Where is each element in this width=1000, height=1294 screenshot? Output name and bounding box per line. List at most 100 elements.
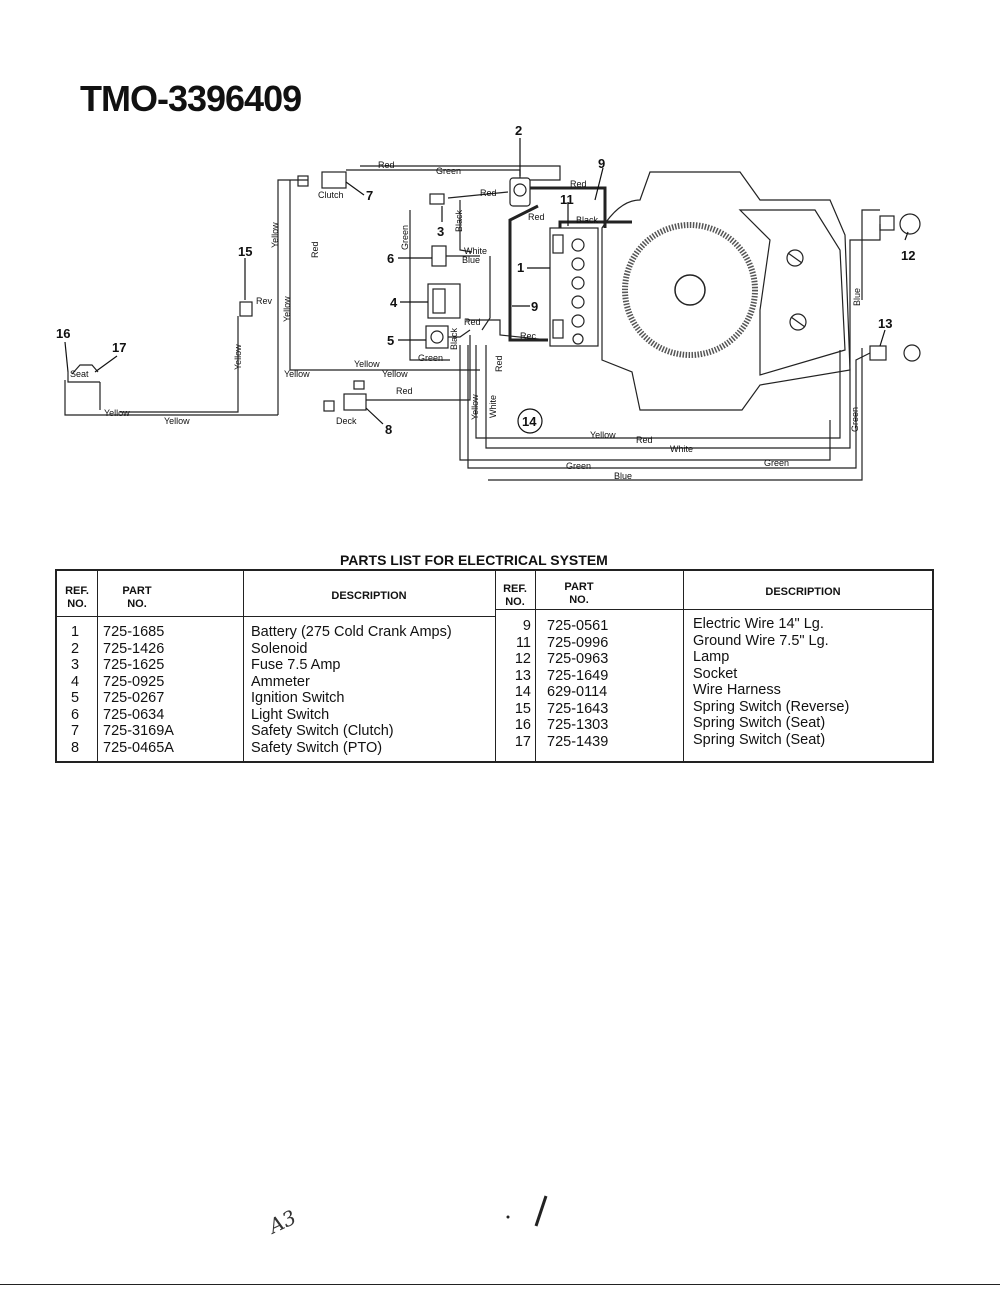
engine-bolt	[789, 313, 807, 331]
ref-number-17: 17	[112, 340, 126, 355]
seat-switch	[67, 364, 100, 383]
description-cell: Safety Switch (PTO)	[251, 739, 383, 756]
ref-number-14: 14	[522, 414, 537, 429]
ref-number-16: 16	[56, 326, 70, 341]
ref-number-15: 15	[238, 244, 252, 259]
ref-cell: 14	[514, 684, 531, 700]
wire-label-blue: Blue	[614, 471, 632, 481]
description-cell: Fuse 7.5 Amp	[251, 657, 341, 673]
wire-label-red: Red	[570, 179, 587, 189]
wire-label-yellow: Yellow	[282, 296, 292, 322]
description-cell: Ammeter	[251, 673, 310, 690]
ref-number-9b: 9	[531, 299, 538, 314]
ref-number-13: 13	[878, 316, 892, 331]
part-cell: 725-1625	[103, 657, 165, 673]
header-description: DESCRIPTION	[765, 586, 841, 598]
flywheel-screen	[622, 222, 758, 358]
wire-label-red: Red	[310, 241, 320, 258]
wire-label-green: Green	[850, 407, 860, 432]
footer-rule	[0, 1284, 1000, 1285]
part-cell: 725-1643	[547, 700, 609, 717]
column-divider	[495, 571, 496, 761]
pen-dot	[506, 1215, 510, 1219]
lamp-12	[899, 213, 921, 235]
description-cell: Lamp	[693, 649, 730, 665]
header-ref-no: REF. NO.	[503, 583, 527, 608]
description-cell: Ignition Switch	[251, 690, 345, 706]
ref-cell: 3	[70, 657, 80, 673]
seat-label: Seat	[70, 369, 89, 379]
ref-cell: 13	[514, 667, 531, 684]
part-cell: 725-1685	[103, 624, 165, 640]
wire-label-green: Green	[764, 458, 789, 468]
reverse-switch	[239, 301, 253, 317]
deck-label: Deck	[336, 416, 357, 426]
ref-cell: 11	[515, 634, 531, 651]
ref-cell: 2	[70, 640, 80, 657]
wire-label-green: Green	[566, 461, 591, 471]
wire-label-blue: Blue	[852, 288, 862, 306]
rev-label: Rev	[256, 296, 273, 306]
ref-number-9: 9	[598, 156, 605, 171]
wire-label-white: White	[670, 444, 693, 454]
parts-list-title: PARTS LIST FOR ELECTRICAL SYSTEM	[340, 552, 608, 568]
ref-number-8: 8	[385, 422, 392, 437]
description-cell: Socket	[693, 665, 738, 682]
wire-label-black: Black	[576, 215, 599, 225]
socket-13	[903, 344, 921, 362]
ref-number-4: 4	[390, 295, 398, 310]
part-cell: 725-0561	[547, 618, 609, 634]
description-cell: Electric Wire 14" Lg.	[693, 616, 824, 632]
wire-label-yellow: Yellow	[284, 369, 310, 379]
description-cell: Light Switch	[251, 706, 330, 723]
engine-shroud	[738, 209, 846, 376]
description-cell: Spring Switch (Reverse)	[693, 698, 850, 715]
header-part-no: PART NO.	[564, 581, 594, 606]
ref-number-11: 11	[560, 192, 574, 207]
wire-label-yellow: Yellow	[354, 359, 380, 369]
wire-label-red: Red	[636, 435, 653, 445]
ref-cell: 15	[514, 700, 531, 717]
part-cell: 629-0114	[547, 684, 608, 700]
clutch-switch	[321, 171, 347, 189]
description-cell: Solenoid	[251, 640, 308, 657]
description-cell: Ground Wire 7.5" Lg.	[693, 632, 829, 649]
ref-number-1: 1	[517, 260, 524, 275]
wire-label-red: Red	[378, 160, 395, 170]
wire-label-red: Red	[528, 212, 545, 222]
wire-label-green: Green	[418, 353, 443, 363]
description-cell: Battery (275 Cold Crank Amps)	[251, 624, 452, 640]
ref-cell: 9	[522, 618, 531, 634]
ref-cell: 17	[514, 733, 531, 750]
part-cell: 725-1303	[547, 717, 609, 733]
wire-label-green: Green	[400, 225, 410, 250]
description-cell: Spring Switch (Seat)	[693, 731, 826, 748]
ref-cell: 4	[70, 673, 80, 690]
part-cell: 725-1439	[547, 733, 609, 750]
parts-table: REF. NO. PART NO. DESCRIPTION REF. NO. P…	[55, 569, 934, 763]
part-cell: 725-0963	[547, 651, 609, 667]
ref-number-5: 5	[387, 333, 394, 348]
part-cell: 725-0267	[103, 690, 165, 706]
part-cell: 725-3169A	[103, 723, 174, 739]
wire-label-yellow: Yellow	[270, 222, 280, 248]
wire-label-black: Black	[449, 327, 459, 350]
wire-label-red: Red	[396, 386, 413, 396]
clutch-label: Clutch	[318, 190, 344, 200]
wire-label-yellow: Yellow	[104, 408, 130, 418]
part-cell: 725-0465A	[103, 739, 174, 756]
ref-number-7: 7	[366, 188, 373, 203]
header-description: DESCRIPTION	[331, 590, 407, 602]
light-switch	[431, 245, 447, 267]
ref-cell: 7	[70, 723, 80, 739]
column-divider	[97, 571, 98, 761]
ref-cell: 6	[70, 706, 80, 723]
part-cell: 725-1649	[547, 667, 609, 684]
ref-number-6: 6	[387, 251, 394, 266]
part-cell: 725-0996	[547, 634, 609, 651]
document-title: TMO-3396409	[80, 78, 302, 119]
wire-label-yellow: Yellow	[470, 394, 480, 420]
wire-label-white: White	[488, 395, 498, 418]
ref-cell: 1	[70, 624, 80, 640]
column-divider	[243, 571, 244, 761]
